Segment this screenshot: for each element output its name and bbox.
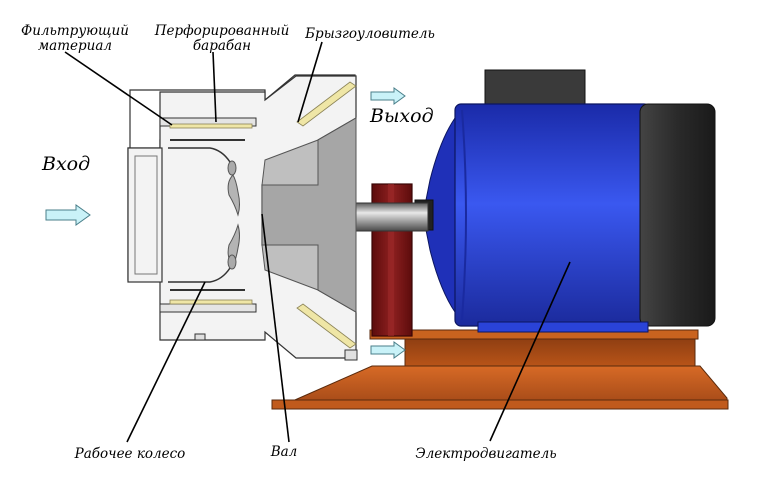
- pump-housing: [127, 74, 358, 361]
- label-outlet: Выход: [369, 105, 434, 127]
- inlet-flange: [127, 147, 163, 283]
- label-spray-catcher: Брызгоуловитель: [304, 26, 435, 42]
- impeller: [227, 160, 240, 270]
- filter-layer-bottom: [169, 299, 253, 305]
- base-plate: [271, 329, 729, 410]
- label-impeller: Рабочее колесо: [74, 446, 186, 462]
- arrow-right-icon: [370, 341, 406, 359]
- label-perforated-drum-line2: барабан: [193, 38, 251, 54]
- electric-motor: [414, 69, 716, 333]
- filter-layer-top: [169, 123, 253, 129]
- motor-end-cap: [639, 103, 716, 327]
- arrow-right-icon: [45, 204, 91, 226]
- label-inlet: Вход: [41, 153, 90, 175]
- spray-catcher-bottom: [296, 303, 357, 349]
- spray-catcher-top: [296, 81, 357, 127]
- leader-lines: [64, 41, 571, 443]
- label-shaft: Вал: [270, 444, 298, 460]
- label-filter-material-line1: Фильтрующий: [21, 23, 129, 39]
- label-perforated-drum-line1: Перфорированный: [154, 23, 290, 39]
- arrow-right-icon: [370, 87, 406, 105]
- label-motor: Электродвигатель: [415, 446, 556, 462]
- motor-body: [454, 103, 651, 327]
- motor-foot: [477, 321, 649, 333]
- label-filter-material-line2: материал: [38, 38, 112, 54]
